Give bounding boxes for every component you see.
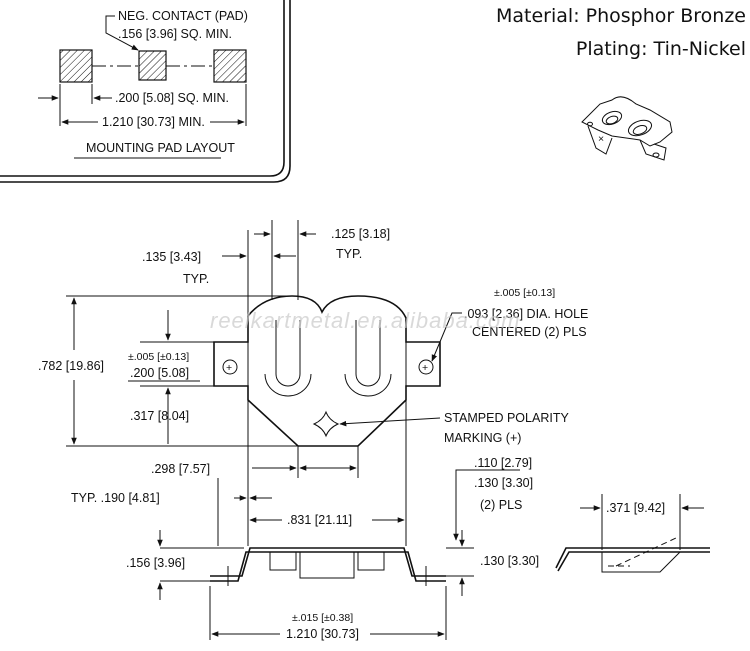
hole-centered-label: CENTERED (2) PLS (472, 325, 587, 339)
watermark: reelkartmetal.en.alibaba.com (210, 308, 520, 333)
contact-ring-left (264, 373, 312, 397)
hole-leader (431, 312, 462, 362)
pls-label: (2) PLS (480, 498, 522, 512)
dim-190-label: TYP. .190 [4.81] (71, 491, 160, 505)
polarity-label-2: MARKING (+) (444, 431, 521, 445)
dim-782-label: .782 [19.86] (38, 359, 104, 373)
plating-text: Plating: Tin-Nickel (576, 38, 746, 60)
neg-contact-leader (105, 15, 139, 51)
front-contact-left (269, 551, 297, 571)
sketch-polarity-mark: × (598, 133, 604, 145)
dim-371-label: .371 [9.42] (606, 501, 665, 515)
neg-contact-label: NEG. CONTACT (PAD) (118, 9, 248, 23)
dim-298-label: .298 [7.57] (151, 462, 210, 476)
top-view: + + .125 [3.18] TYP. .135 [3.43] TYP. .7… (38, 220, 588, 478)
mounting-pad-layout: NEG. CONTACT (PAD) .156 [3.96] SQ. MIN. … (0, 0, 291, 183)
dim-156-label: .156 [3.96] (126, 556, 185, 570)
contact-ring-right (344, 373, 392, 397)
pad-layout-title: MOUNTING PAD LAYOUT (86, 141, 235, 155)
front-contact-right (357, 551, 385, 571)
dim-110-leader (453, 469, 468, 541)
side-profile-outline (555, 547, 710, 572)
typ-label-1: TYP. (336, 247, 362, 261)
dim-317-label: .317 [8.04] (130, 409, 189, 423)
panel-border (0, 0, 285, 177)
dim-135-label: .135 [3.43] (142, 250, 201, 264)
side-profile: .371 [9.42] (555, 494, 710, 573)
holder-body-outline (213, 295, 441, 447)
side-profile-hidden (615, 537, 677, 567)
pad-size-label: .156 [3.96] SQ. MIN. (118, 27, 232, 41)
dim-125-label: .125 [3.18] (331, 227, 390, 241)
polarity-label-1: STAMPED POLARITY (444, 411, 569, 425)
dim-110-label: .110 [2.79] (474, 456, 532, 470)
dim-200-label: .200 [5.08] (130, 366, 189, 380)
pad-right (213, 49, 247, 83)
isometric-product-sketch: × (581, 96, 673, 161)
overall-label: 1.210 [30.73] MIN. (102, 115, 205, 129)
dim-130a-label: .130 [3.30] (474, 476, 533, 490)
hole-dia-label: .093 [2.36] DIA. HOLE (464, 307, 588, 321)
front-view: .110 [2.79] .130 [3.30] (2) PLS TYP. .19… (71, 400, 539, 641)
side-profile-body (601, 551, 681, 573)
hole-tolerance: ±.005 [±0.13] (494, 287, 555, 299)
mount-hole-right-mark: + (422, 362, 428, 374)
material-text: Material: Phosphor Bronze (496, 5, 746, 27)
dim-831-label: .831 [21.11] (287, 513, 352, 527)
panel-border-outer (0, 0, 291, 183)
mount-hole-right (418, 359, 434, 375)
pad-left (59, 49, 93, 83)
mount-hole-left-mark: + (226, 362, 232, 374)
dim-130b-label: .130 [3.30] (480, 554, 539, 568)
front-center-block (299, 551, 355, 579)
pad-spacing-label: .200 [5.08] SQ. MIN. (115, 91, 229, 105)
contact-slot-right (355, 320, 381, 387)
tol-200-label: ±.005 [±0.13] (128, 351, 189, 363)
dim-1210-label: 1.210 [30.73] (286, 627, 359, 641)
tol-015-label: ±.015 [±0.38] (292, 612, 353, 624)
contact-slot-left (275, 320, 301, 387)
mount-hole-left (222, 359, 238, 375)
polarity-mark (312, 410, 340, 438)
pad-negative (138, 50, 167, 81)
front-profile (210, 547, 446, 582)
polarity-leader (339, 417, 441, 427)
typ-label-2: TYP. (183, 272, 209, 286)
